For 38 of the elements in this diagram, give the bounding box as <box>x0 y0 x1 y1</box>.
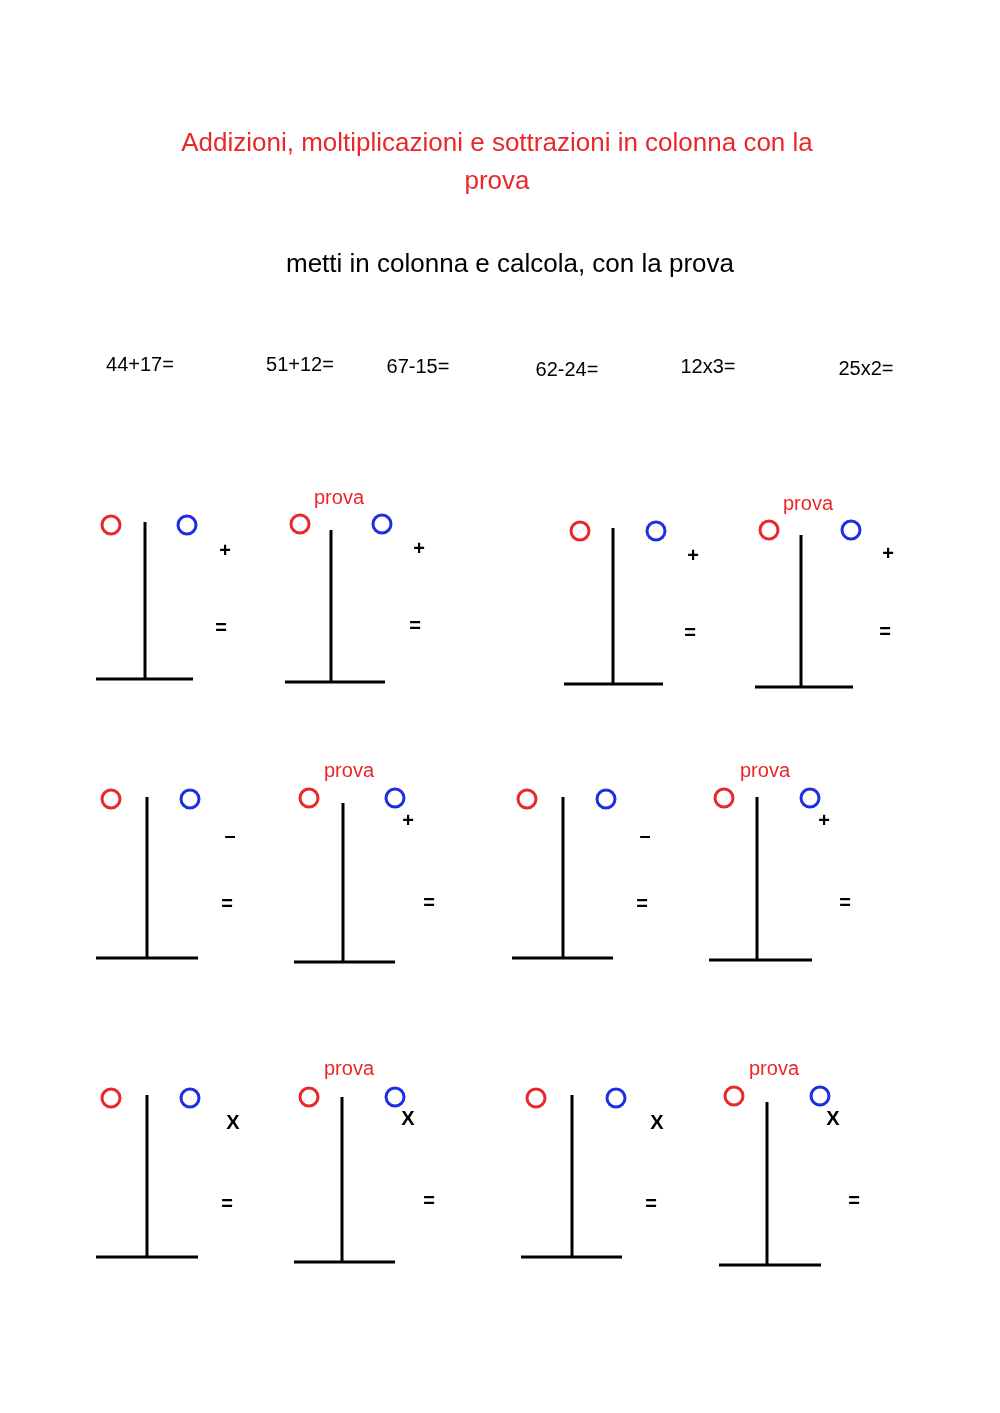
instruction: metti in colonna e calcola, con la prova <box>286 247 734 279</box>
math-expression: 62-24= <box>535 357 599 381</box>
equals-sign: = <box>848 1188 860 1212</box>
equals-sign: = <box>645 1191 657 1215</box>
operator-sign: + <box>413 536 425 560</box>
math-expression: 51+12= <box>266 352 334 376</box>
check-label: prova <box>324 1056 374 1080</box>
operator-sign: X <box>826 1106 840 1130</box>
equals-sign: = <box>409 613 421 637</box>
equals-sign: = <box>636 891 648 915</box>
operator-sign: X <box>226 1110 240 1134</box>
check-label: prova <box>324 758 374 782</box>
equals-sign: = <box>221 891 233 915</box>
math-expression: 44+17= <box>106 352 174 376</box>
operator-sign: + <box>818 808 830 832</box>
equals-sign: = <box>684 620 696 644</box>
operator-sign: – <box>639 823 651 847</box>
operator-sign: + <box>402 808 414 832</box>
equals-sign: = <box>221 1191 233 1215</box>
check-label: prova <box>749 1056 799 1080</box>
math-expression: 25x2= <box>838 356 894 380</box>
operator-sign: + <box>219 538 231 562</box>
operator-sign: + <box>882 541 894 565</box>
check-label: prova <box>783 491 833 515</box>
title: Addizioni, moltiplicazioni e sottrazioni in colonna con la prova <box>180 126 814 197</box>
equals-sign: = <box>423 1188 435 1212</box>
operator-sign: X <box>401 1106 415 1130</box>
math-expression: 12x3= <box>680 354 736 378</box>
operator-sign: – <box>224 823 236 847</box>
check-label: prova <box>314 485 364 509</box>
equals-sign: = <box>215 615 227 639</box>
check-label: prova <box>740 758 790 782</box>
equals-sign: = <box>423 890 435 914</box>
operator-sign: + <box>687 543 699 567</box>
operator-sign: X <box>650 1110 664 1134</box>
equals-sign: = <box>879 619 891 643</box>
equals-sign: = <box>839 890 851 914</box>
math-expression: 67-15= <box>386 354 450 378</box>
